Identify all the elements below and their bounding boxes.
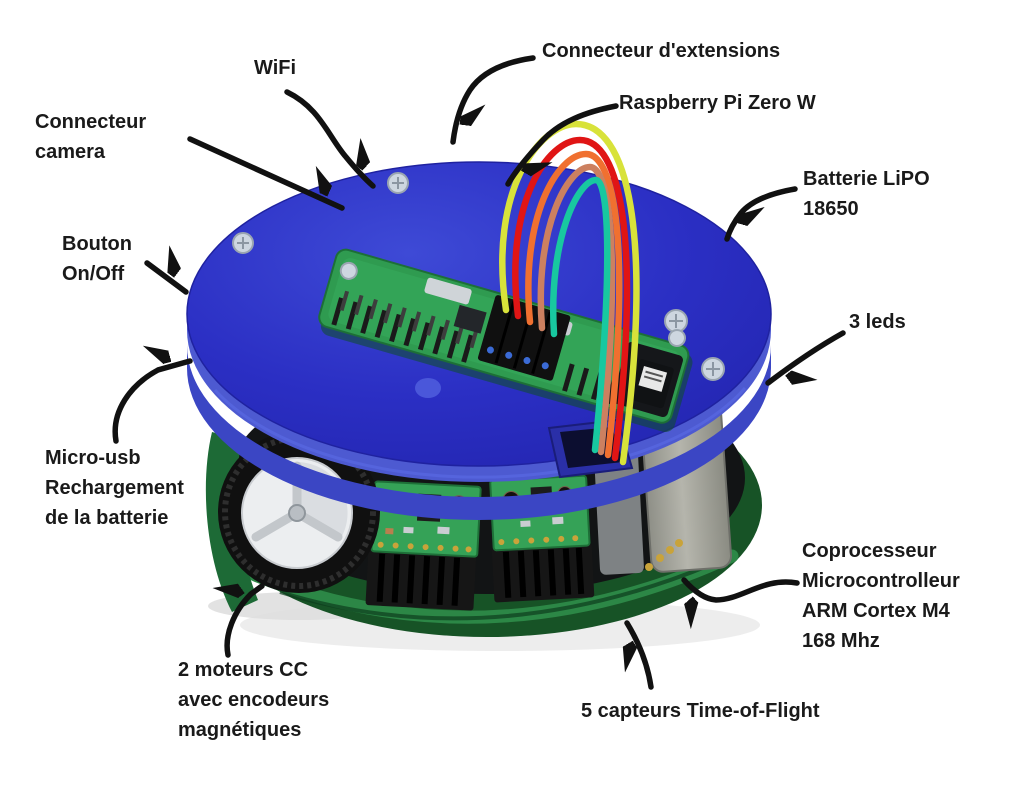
label-2-moteurs: 2 moteurs CC avec encodeurs magnétiques — [178, 659, 330, 741]
arrow-connecteur-extensions — [450, 55, 536, 145]
label-micro-usb: Micro-usb Rechargement de la batterie — [45, 447, 184, 529]
jumper-wires — [499, 120, 640, 466]
label-3-leds: 3 leds — [849, 311, 906, 333]
arrow-3-leds — [765, 330, 846, 383]
mini-hdmi-port — [424, 277, 472, 305]
arrow-wifi — [284, 89, 373, 189]
label-raspberry-pi-zero-w: Raspberry Pi Zero W — [619, 92, 816, 114]
gold-pads — [645, 539, 683, 571]
arrow-connecteur-camera — [187, 136, 345, 211]
jumper-connector — [477, 295, 571, 381]
label-bouton-on-off: Bouton On/Off — [62, 233, 132, 285]
label-connecteur-extensions: Connecteur d'extensions — [542, 40, 781, 62]
soc-chip — [453, 304, 487, 334]
pi-mount-screw — [668, 328, 687, 347]
arrow-coprocesseur — [684, 577, 800, 600]
arrow-2-moteurs — [227, 586, 265, 658]
label-coprocesseur: Coprocesseur Microcontrolleur ARM Cortex… — [802, 540, 960, 652]
pi-mount-screw — [339, 261, 358, 280]
annotation-arrows — [112, 55, 846, 690]
gpio-header — [331, 290, 618, 405]
robot — [186, 120, 772, 651]
arrow-batterie — [724, 186, 798, 242]
arrow-bouton-on-off — [144, 263, 189, 295]
arrow-raspberry-pi-zero-w — [505, 103, 619, 187]
arrow-5-capteurs — [627, 620, 654, 690]
label-batterie-lipo: Batterie LiPO 18650 — [803, 168, 930, 220]
label-wifi: WiFi — [254, 57, 297, 79]
label-5-capteurs: 5 capteurs Time-of-Flight — [581, 700, 820, 722]
label-connecteur-camera: Connecteur camera — [35, 111, 147, 163]
arrow-micro-usb — [112, 361, 193, 444]
